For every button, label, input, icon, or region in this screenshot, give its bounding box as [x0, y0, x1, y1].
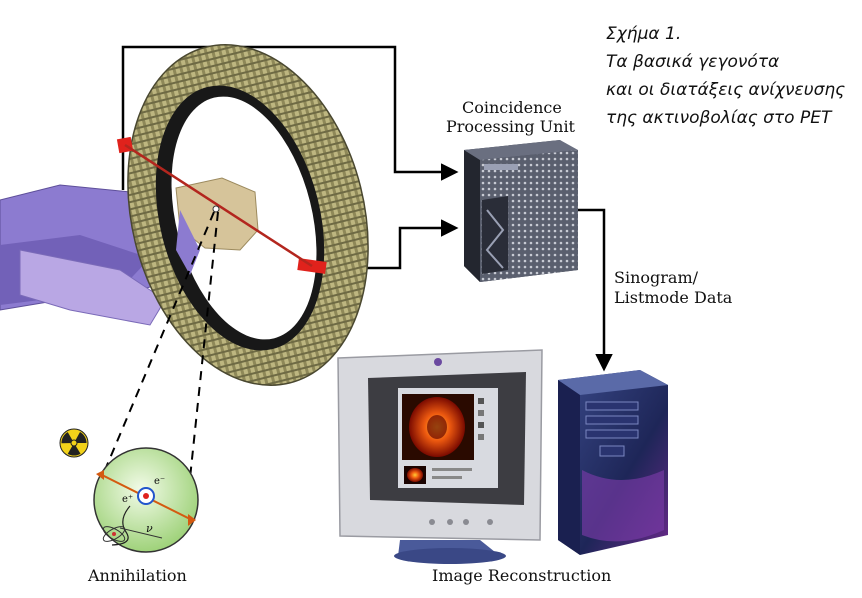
- zoom-dashed-lines: [104, 211, 219, 479]
- coincidence-label-1: Coincidence: [462, 98, 562, 117]
- cpu-to-recon-arrow: [574, 208, 613, 372]
- ring-top-to-cpu-arrow: [121, 45, 459, 190]
- annihilation-label: Annihilation: [88, 566, 187, 585]
- detector-ring: [116, 44, 369, 386]
- neutrino-label: ν: [146, 522, 153, 535]
- sinogram-label-2: Listmode Data: [614, 288, 733, 307]
- image-reconstruction-label: Image Reconstruction: [432, 566, 612, 585]
- figure-caption: Σχήμα 1. Τα βασικά γεγονότα και οι διατά…: [606, 20, 856, 132]
- line-of-response: [124, 143, 313, 268]
- coincidence-label-2: Processing Unit: [446, 117, 575, 136]
- workstation-tower: [558, 370, 668, 555]
- caption-line-3: και οι διατάξεις ανίχνευσης: [606, 80, 846, 100]
- radiation-icon: [59, 428, 89, 458]
- sinogram-label-1: Sinogram/: [614, 268, 699, 287]
- monitor: [337, 349, 543, 564]
- caption-line-1: Σχήμα 1.: [606, 24, 682, 44]
- electron-label: e⁻: [154, 476, 165, 487]
- annihilation-detail: e⁻ e⁺ ν: [93, 447, 199, 553]
- patient-arm: [19, 249, 166, 326]
- positron-label: e⁺: [122, 494, 133, 505]
- monitor-buttons: [429, 519, 493, 525]
- caption-line-4: της ακτινοβολίας στο PET: [606, 108, 832, 128]
- caption-line-2: Τα βασικά γεγονότα: [606, 52, 780, 72]
- coincidence-processing-unit: [464, 140, 578, 282]
- annihilation-point: [212, 205, 220, 213]
